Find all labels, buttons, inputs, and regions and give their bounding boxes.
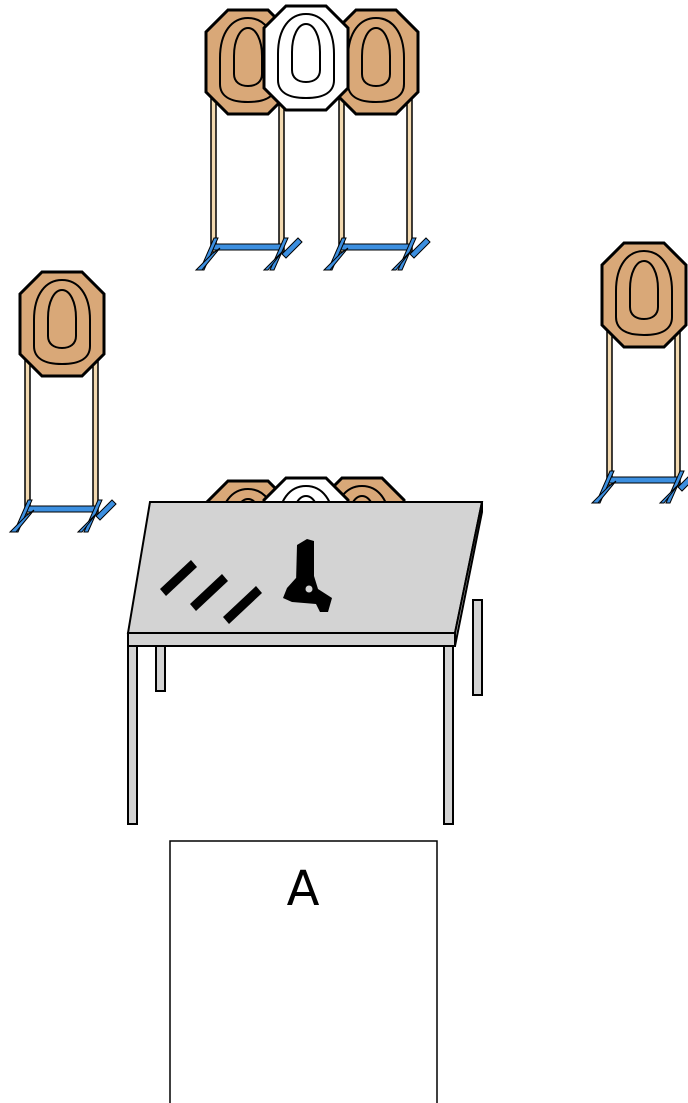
shooting-box-label: A xyxy=(287,861,320,917)
magazine-3 xyxy=(223,586,262,624)
magazine-1 xyxy=(160,560,197,596)
table-back-left-leg xyxy=(155,644,166,692)
top-center-no-shoot-target xyxy=(262,4,350,112)
shooting-box-outline xyxy=(169,840,438,1103)
magazine-2 xyxy=(190,574,228,611)
magazines xyxy=(160,560,262,624)
table-front-right-leg xyxy=(443,645,454,825)
left-target xyxy=(9,270,117,533)
table-back-right-leg xyxy=(472,599,483,696)
right-target xyxy=(591,241,688,504)
pistol-icon xyxy=(283,539,332,612)
table-front-left-leg xyxy=(127,645,138,825)
shooting-box-a: A xyxy=(169,840,438,1103)
table-front-edge xyxy=(127,632,456,647)
